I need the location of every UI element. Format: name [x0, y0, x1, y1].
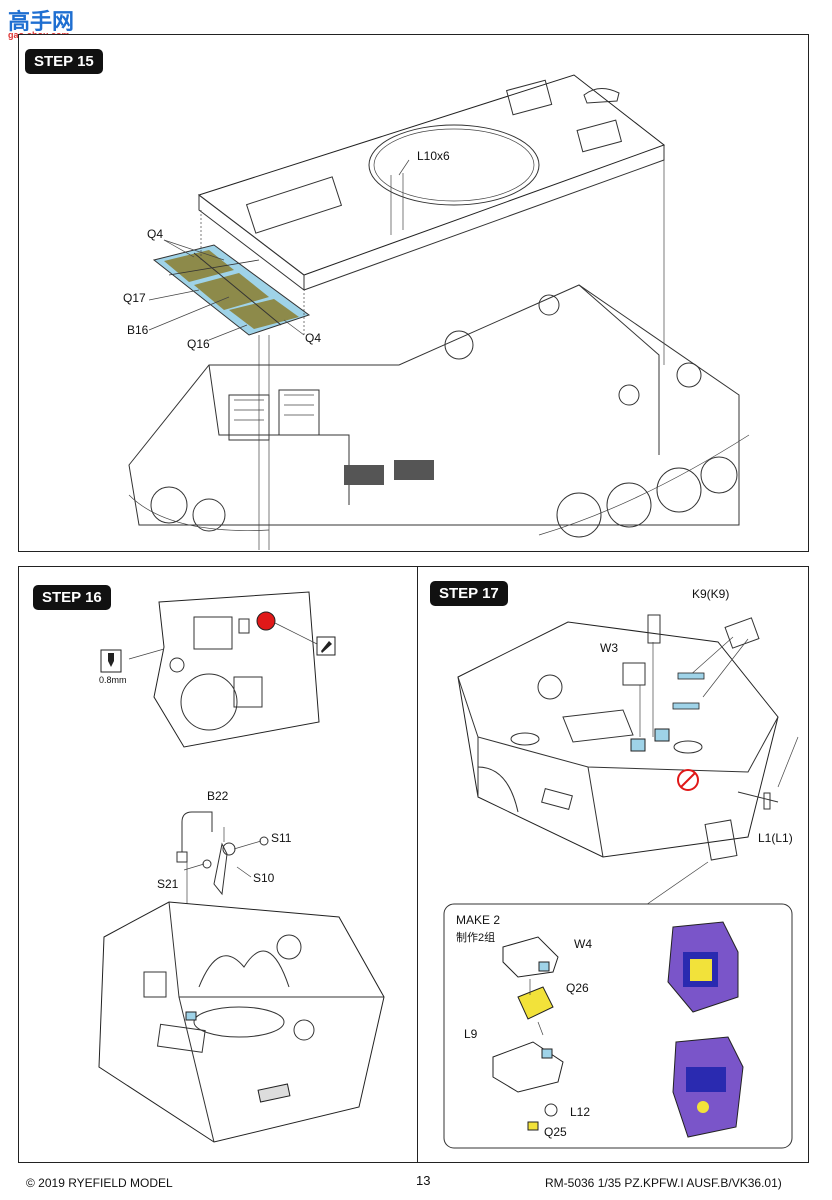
- step16-diagram: [98, 591, 385, 1143]
- make-subtitle: 制作2组: [456, 932, 496, 944]
- label-q25: Q25: [544, 1125, 567, 1139]
- label-q4-bottom: Q4: [305, 331, 322, 345]
- footer-model-code: RM-5036 1/35 PZ.KPFW.I AUSF.B/VK36.01): [545, 1176, 782, 1190]
- step15-title: STEP 15: [25, 49, 103, 74]
- label-s21: S21: [157, 877, 179, 891]
- label-l1: L1(L1): [758, 831, 793, 845]
- label-b16: B16: [127, 323, 149, 337]
- label-q16: Q16: [187, 337, 210, 351]
- footer-copyright: © 2019 RYEFIELD MODEL: [26, 1176, 173, 1190]
- label-b22: B22: [207, 789, 229, 803]
- label-q4-top: Q4: [147, 227, 164, 241]
- step17-panel: STEP 17 K9(K9) W3 L1(L1) MAKE 2 制作2组 W4 …: [417, 566, 809, 1163]
- label-q17: Q17: [123, 291, 146, 305]
- label-q26: Q26: [566, 981, 589, 995]
- step15-diagram: [128, 74, 750, 550]
- label-w4: W4: [574, 937, 592, 951]
- label-w3: W3: [600, 641, 618, 655]
- footer-page-number: 13: [416, 1173, 431, 1188]
- step17-diagram: [443, 614, 799, 1149]
- step17-title: STEP 17: [430, 581, 508, 606]
- label-s11: S11: [271, 831, 292, 845]
- label-l9: L9: [464, 1027, 478, 1041]
- watermark-logo: 高手网: [8, 9, 75, 34]
- label-l10x6: L10x6: [417, 149, 450, 163]
- step16-title: STEP 16: [33, 585, 111, 610]
- make-title: MAKE 2: [456, 913, 501, 927]
- label-s10: S10: [253, 871, 275, 885]
- step15-panel: STEP 15 L10x6 Q4 Q17 B16 Q16 Q4: [18, 34, 809, 552]
- drill-size-label: 0.8mm: [99, 675, 127, 685]
- label-l12: L12: [570, 1105, 591, 1119]
- label-k9: K9(K9): [692, 587, 730, 601]
- step16-panel: STEP 16 0.8mm B22 S11 S21 S10: [18, 566, 418, 1163]
